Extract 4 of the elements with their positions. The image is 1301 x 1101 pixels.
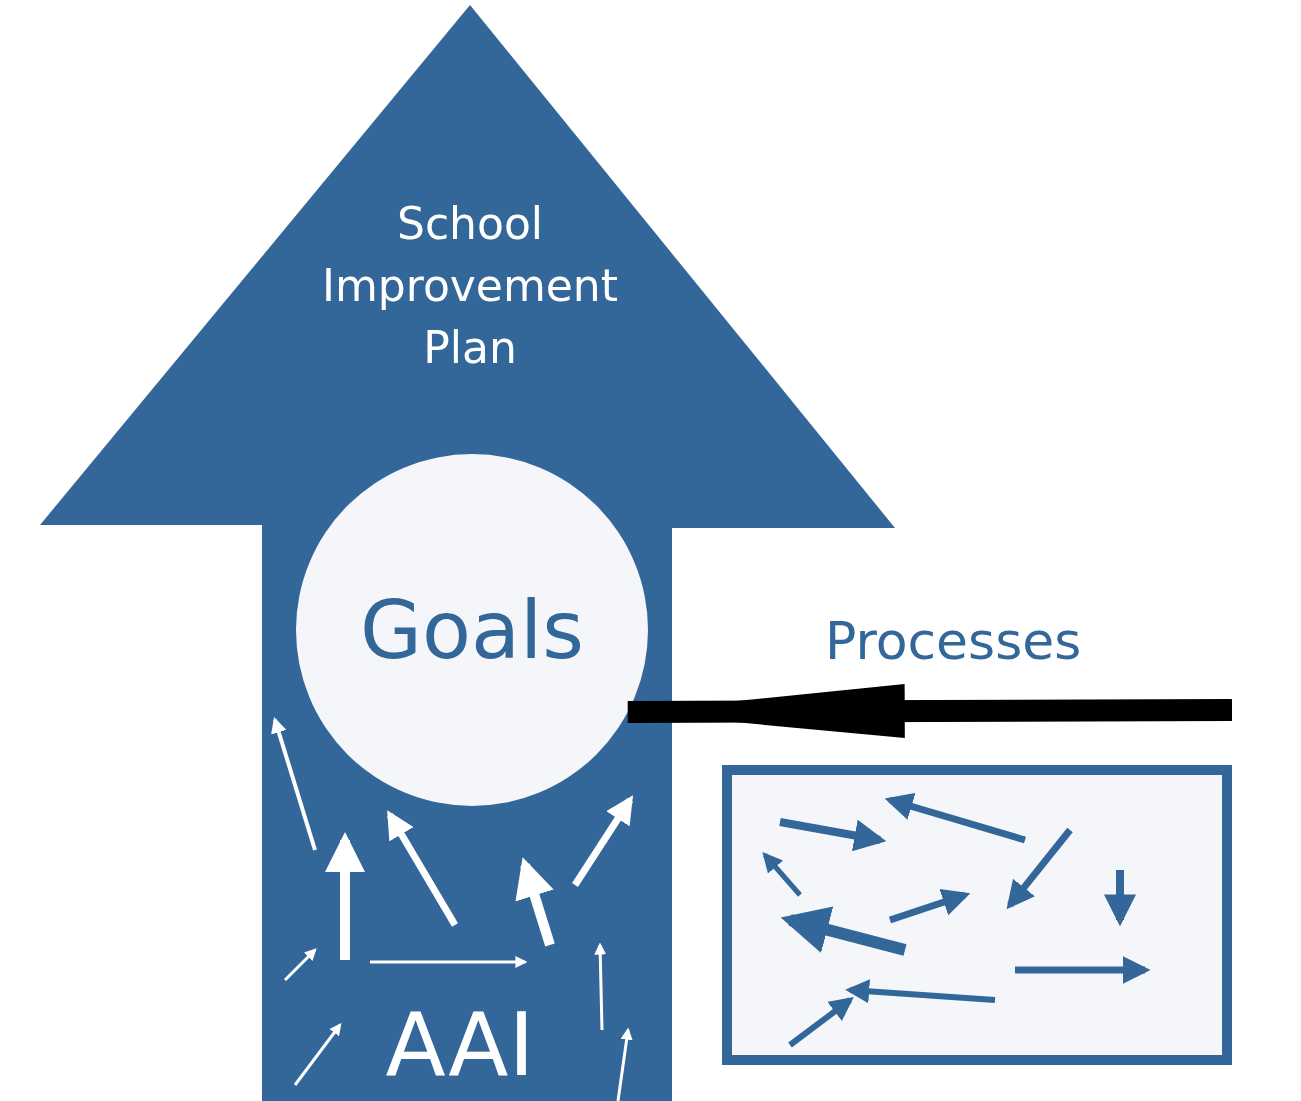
arrow (627, 684, 1233, 739)
shaft-label: AAI (384, 995, 536, 1095)
process-box (722, 765, 1232, 1065)
plan-title: School Improvement Plan (321, 197, 619, 375)
